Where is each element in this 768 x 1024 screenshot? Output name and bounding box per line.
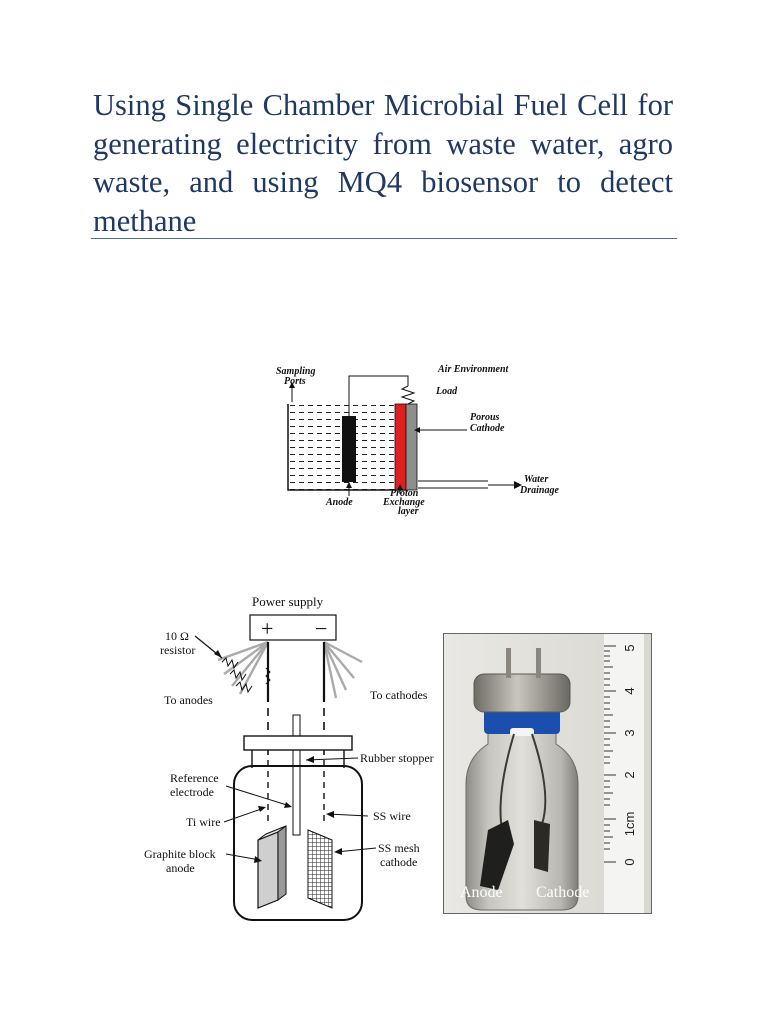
chamber-wall [287,404,408,491]
label-air-environment: Air Environment [437,364,510,375]
anode-electrode [342,416,356,482]
photo-label-cathode: Cathode [536,884,590,901]
label-anode: Anode [325,497,353,508]
reactor-bottle [233,765,363,921]
label-ti-wire: Ti wire [186,815,221,829]
reactor-setup-figure: Power supply + − [140,590,445,925]
cathode-mesh-photo [534,820,550,872]
metal-cap [473,673,571,713]
label-power-supply: Power supply [252,594,324,609]
reference-electrode [292,714,301,836]
ruler [604,634,644,913]
title-rule [91,238,677,239]
plus-terminal: + [261,616,273,641]
page-title: Using Single Chamber Microbial Fuel Cell… [93,88,673,238]
graphite-block-anode [257,831,279,909]
ruler-label-1cm: 1cm [622,812,637,837]
circuit-wire [348,375,409,416]
ss-mesh-cathode [307,829,333,909]
porous-cathode [405,403,418,491]
anode-block-photo [480,820,514,890]
label-load: Load [435,386,458,397]
ruler-label-4: 4 [622,687,637,694]
minus-terminal: − [315,616,327,641]
load-resistor [400,385,416,405]
proton-exchange-layer [394,403,407,491]
reactor-photo: 5 4 3 2 1cm 0 Anode Cathode [443,633,652,914]
label-to-anodes: To anodes [164,693,213,707]
photo-label-anode: Anode [460,884,503,901]
rubber-stopper [243,735,353,751]
drainage-arrow [514,481,522,489]
terminal-pin-left [506,648,511,678]
anode-wires [217,640,270,695]
blue-cap-band [484,708,560,734]
ruler-ticks [604,645,616,863]
label-rubber-stopper: Rubber stopper [360,751,434,765]
ruler-label-2: 2 [622,771,637,778]
ruler-label-0: 0 [622,858,637,865]
label-to-cathodes: To cathodes [370,688,428,702]
power-supply-box [249,614,337,641]
ruler-label-5: 5 [622,644,637,651]
label-ss-wire: SS wire [373,809,411,823]
resistor-zigzags [221,657,271,694]
cathode-wires [322,640,363,699]
terminal-pin-right [536,648,541,678]
ruler-label-3: 3 [622,729,637,736]
